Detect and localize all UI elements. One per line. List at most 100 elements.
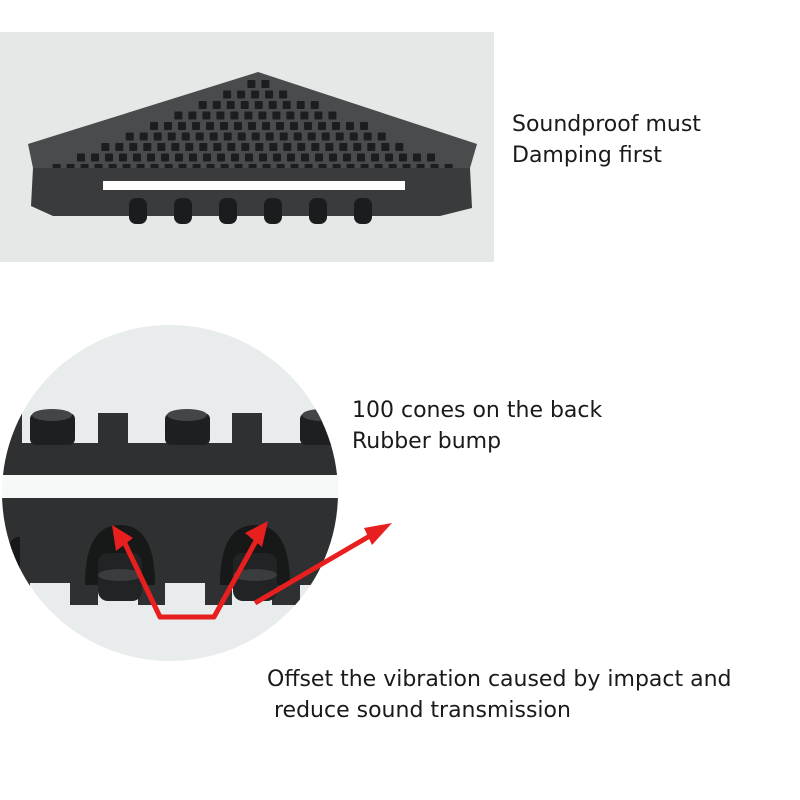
arrow-head-middle <box>245 521 268 547</box>
cone <box>220 122 228 130</box>
cone <box>265 90 274 99</box>
cone <box>311 143 320 151</box>
cone <box>147 153 155 162</box>
cone <box>174 111 183 120</box>
cone <box>360 122 368 130</box>
cone <box>213 143 222 151</box>
cone <box>269 143 278 151</box>
cone <box>216 111 225 120</box>
cone <box>413 153 421 162</box>
cone <box>237 132 246 141</box>
cone <box>230 111 239 120</box>
cone <box>261 80 270 88</box>
cone <box>223 132 232 141</box>
cone <box>258 111 267 120</box>
rubber-bump <box>264 198 282 224</box>
cone <box>290 122 298 130</box>
cone <box>223 90 232 99</box>
cone <box>262 122 270 130</box>
cone <box>105 153 113 162</box>
cone <box>286 111 295 120</box>
cone <box>143 143 152 151</box>
cone <box>363 132 372 141</box>
cone <box>321 132 330 141</box>
cone <box>206 122 214 130</box>
cone <box>329 153 337 162</box>
cone <box>349 132 358 141</box>
cone <box>199 143 208 151</box>
cone <box>185 143 194 151</box>
cone <box>203 153 211 162</box>
product-image-panel <box>0 32 494 262</box>
cone <box>259 153 267 162</box>
cone <box>150 122 158 130</box>
cone <box>276 122 284 130</box>
cone <box>283 143 292 151</box>
caption-middle: 100 cones on the back Rubber bump <box>352 395 602 457</box>
cone <box>139 132 148 141</box>
cone <box>367 143 376 151</box>
cone <box>282 101 291 109</box>
cone <box>335 132 344 141</box>
cone <box>175 153 183 162</box>
rubber-bump <box>354 198 372 224</box>
cone <box>77 153 85 162</box>
cone <box>279 90 288 99</box>
cone <box>101 143 110 151</box>
caption-middle-line2: Rubber bump <box>352 429 502 454</box>
cone <box>300 111 309 120</box>
caption-top-line2: Damping first <box>512 143 662 168</box>
rubber-bump <box>219 198 237 224</box>
caption-bottom-line2: reduce sound transmission <box>274 698 571 723</box>
cone <box>245 153 253 162</box>
cone <box>332 122 340 130</box>
cone <box>346 122 354 130</box>
cone <box>226 101 235 109</box>
cone <box>209 132 218 141</box>
cone <box>240 101 249 109</box>
cone <box>247 80 256 88</box>
cone <box>188 111 197 120</box>
cone <box>297 143 306 151</box>
cone <box>318 122 326 130</box>
cone <box>371 153 379 162</box>
cone <box>244 111 253 120</box>
cone <box>91 153 99 162</box>
cone <box>399 153 407 162</box>
cone <box>234 122 242 130</box>
cone <box>296 101 305 109</box>
cone <box>167 132 176 141</box>
corner-pad-illustration <box>28 72 477 224</box>
zoom-detail <box>0 325 400 670</box>
cone <box>381 143 390 151</box>
vibration-arrows <box>117 527 382 620</box>
cone <box>353 143 362 151</box>
caption-top-line1: Soundproof must <box>512 112 701 137</box>
cone <box>178 122 186 130</box>
cone <box>115 143 124 151</box>
cone <box>251 132 260 141</box>
cone <box>198 101 207 109</box>
caption-middle-line1: 100 cones on the back <box>352 398 603 423</box>
cone <box>254 101 263 109</box>
cone <box>153 132 162 141</box>
cone <box>325 143 334 151</box>
cone <box>377 132 386 141</box>
cone <box>192 122 200 130</box>
cone <box>125 132 134 141</box>
cone <box>237 90 246 99</box>
cone <box>202 111 211 120</box>
cone <box>395 143 404 151</box>
cone <box>304 122 312 130</box>
caption-top: Soundproof must Damping first <box>512 109 701 171</box>
rubber-bump <box>129 198 147 224</box>
cone <box>119 153 127 162</box>
cone <box>385 153 393 162</box>
cone <box>227 143 236 151</box>
cone <box>328 111 337 120</box>
cone <box>307 132 316 141</box>
cone <box>164 122 172 130</box>
cone <box>339 143 348 151</box>
zoom-circle-illustration <box>2 325 392 661</box>
cone <box>265 132 274 141</box>
